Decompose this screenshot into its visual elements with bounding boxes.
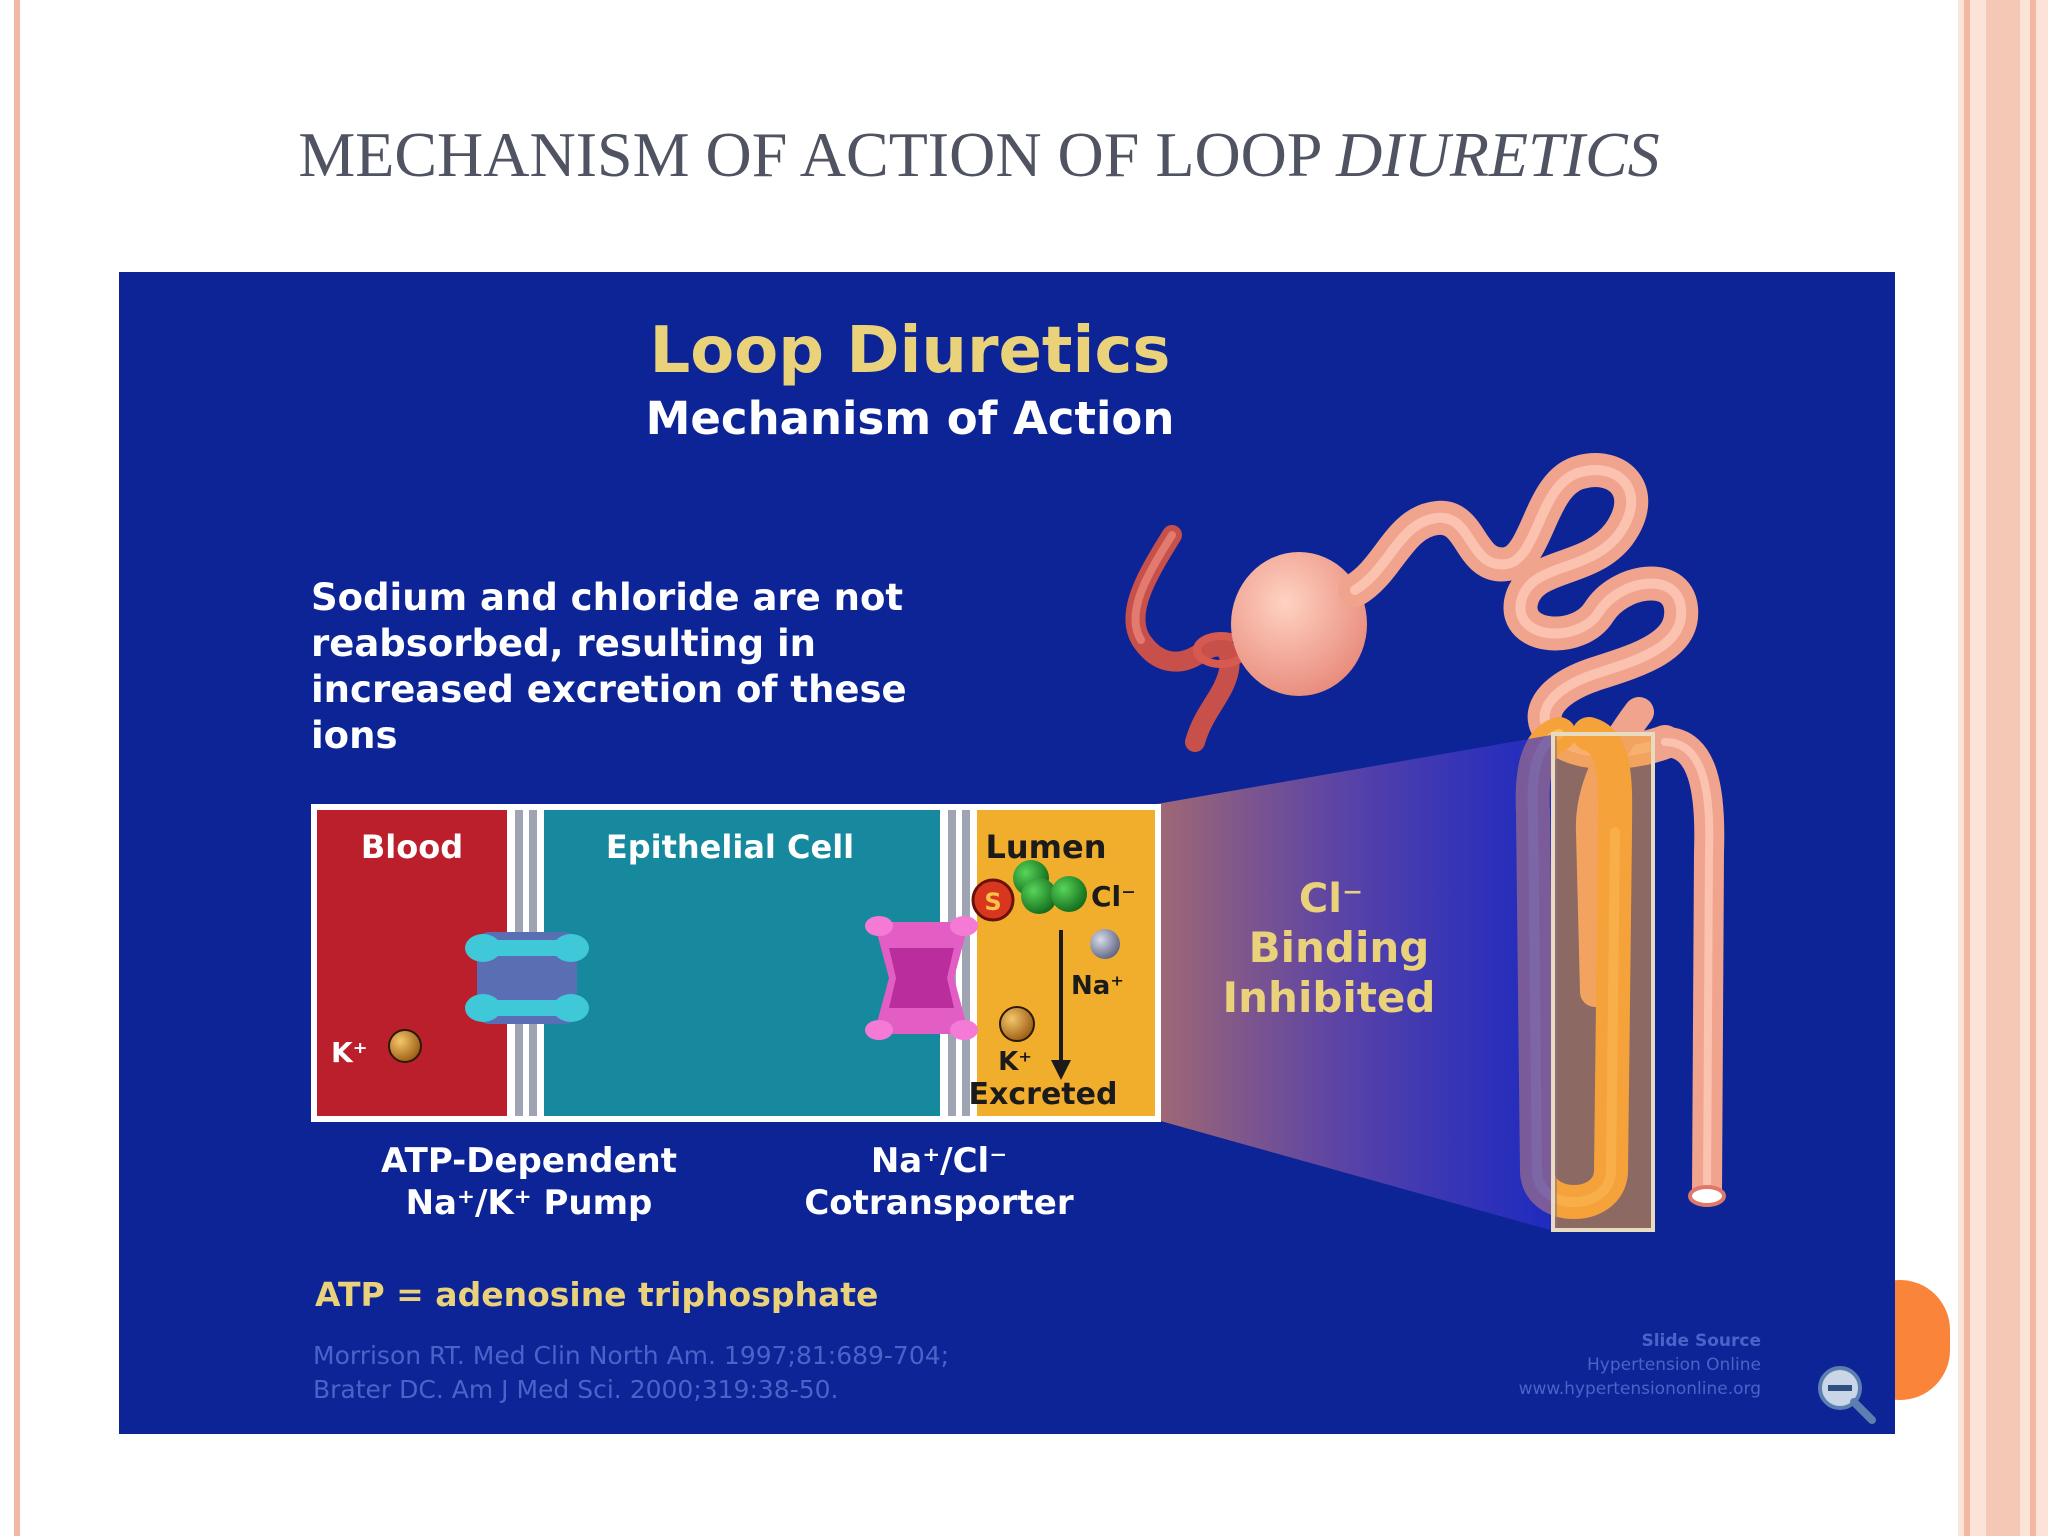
blood-label: Blood <box>361 828 463 866</box>
binding-cl-label: Cl⁻ <box>1299 876 1363 922</box>
lumen-label: Lumen <box>986 828 1107 866</box>
pump-caption-line-2: Na⁺/K⁺ Pump <box>406 1183 653 1223</box>
inhibited-label: Inhibited <box>1223 973 1436 1022</box>
source-line-2: Hypertension Online <box>1587 1355 1761 1375</box>
drug-molecule <box>971 878 1015 922</box>
na-ion-lumen-label: Na⁺ <box>1071 971 1124 1001</box>
cotransporter-caption-line-2: Cotransporter <box>804 1183 1073 1223</box>
k-ion-lumen-label: K⁺ <box>998 1047 1032 1077</box>
k-ion-lumen <box>999 1006 1035 1042</box>
na-ion-lumen <box>1090 929 1120 959</box>
loop-highlight-box <box>1551 732 1655 1232</box>
na-cl-cotransporter <box>865 916 978 1040</box>
reference-line-1: Morrison RT. Med Clin North Am. 1997;81:… <box>313 1341 949 1370</box>
blood-compartment <box>317 810 507 1116</box>
description-line-4: ions <box>311 714 397 757</box>
source-line-3: www.hypertensiononline.org <box>1519 1379 1761 1399</box>
drug-molecule-label: S <box>984 888 1001 916</box>
description-line-1: Sodium and chloride are not <box>311 576 903 619</box>
cl-ion-lumen-label: Cl⁻ <box>1091 880 1136 913</box>
pump-caption-line-1: ATP-Dependent <box>381 1141 677 1181</box>
figure-subheading: Mechanism of Action <box>646 392 1175 445</box>
magnification-beam <box>1157 734 1557 1232</box>
epithelial-cell-compartment <box>544 810 940 1116</box>
excreted-label: Excreted <box>969 1077 1118 1112</box>
description-line-3: increased excretion of these <box>311 668 907 711</box>
slide-title-main: MECHANISM OF ACTION OF LOOP <box>298 119 1337 190</box>
loop-diuretics-figure: Loop Diuretics Mechanism of Action Sodiu… <box>119 272 1895 1434</box>
zoom-out-icon[interactable] <box>1814 1362 1878 1426</box>
nephron-illustration <box>1125 453 1726 1219</box>
binding-label: Binding <box>1249 923 1430 972</box>
na-k-pump <box>465 932 589 1024</box>
k-ion-blood <box>388 1029 422 1063</box>
epithelial-cell-label: Epithelial Cell <box>606 828 854 866</box>
slide-title-emphasis: DIURETICS <box>1336 119 1660 190</box>
slide-frame-left <box>0 0 22 1536</box>
chloride-ion-3 <box>1051 876 1087 912</box>
cotransporter-caption-line-1: Na⁺/Cl⁻ <box>871 1141 1007 1181</box>
reference-line-2: Brater DC. Am J Med Sci. 2000;319:38-50. <box>313 1375 838 1404</box>
chloride-ion-2 <box>1021 878 1057 914</box>
atp-note: ATP = adenosine triphosphate <box>315 1275 878 1314</box>
description-line-2: reabsorbed, resulting in <box>311 622 816 665</box>
k-ion-blood-label: K⁺ <box>331 1036 367 1069</box>
slide-title: MECHANISM OF ACTION OF LOOP DIURETICS <box>0 118 1958 192</box>
source-line-1: Slide Source <box>1641 1331 1761 1351</box>
figure-heading: Loop Diuretics <box>650 314 1171 388</box>
slide-frame-right <box>1958 0 2048 1536</box>
